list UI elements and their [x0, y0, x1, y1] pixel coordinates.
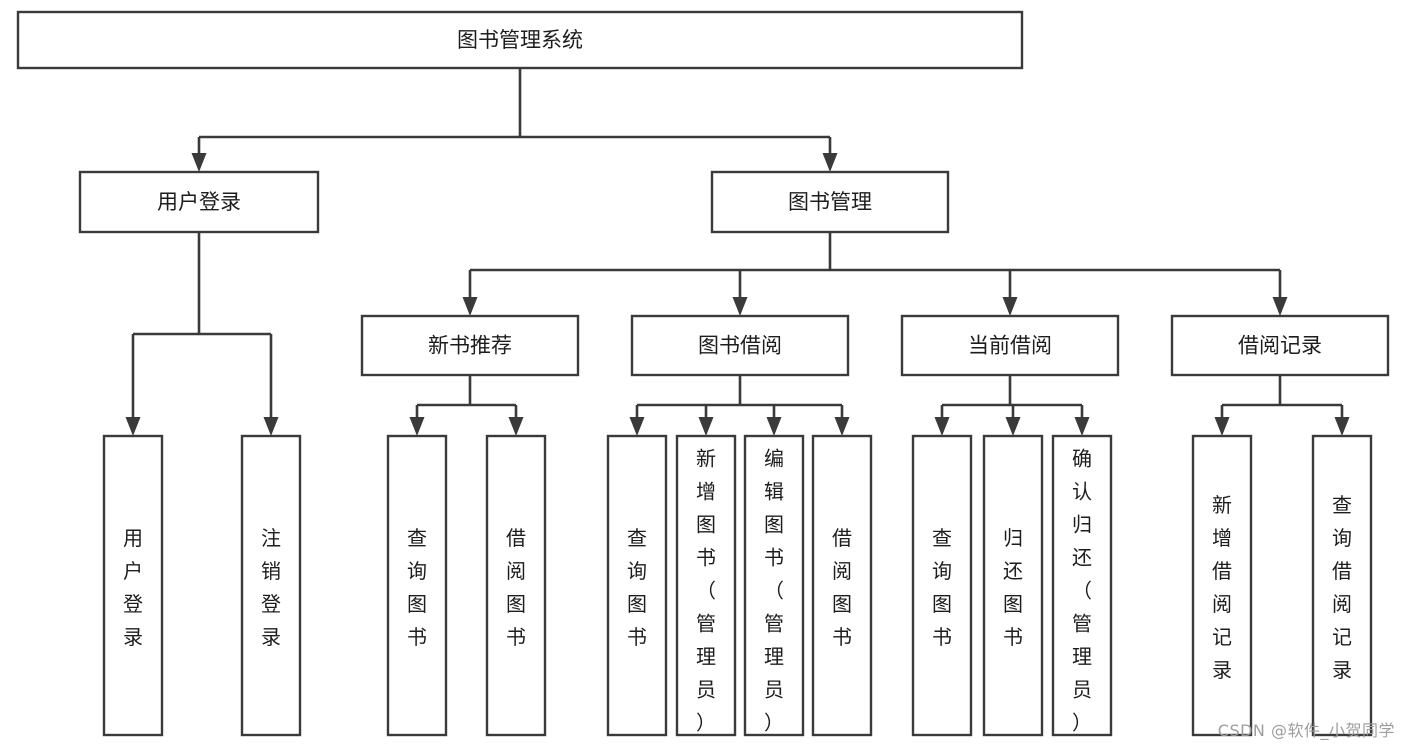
- leaf-borrow-book-rec-label: 借阅图书: [506, 526, 526, 649]
- leaf-query-book-rec-label: 查询图书: [407, 526, 427, 649]
- leaf-add-record-label: 新增借阅记录: [1212, 493, 1232, 682]
- leaf-return-book-label: 归还图书: [1003, 526, 1023, 649]
- arrow-head-icon: [191, 153, 207, 172]
- node-borrow-record[interactable]: 借阅记录: [1170, 314, 1390, 377]
- arrow-head-icon: [732, 297, 748, 316]
- node-book-manage[interactable]: 图书管理: [710, 170, 950, 234]
- arrow-head-icon: [1002, 297, 1018, 316]
- leaf-add-book-box: [675, 434, 737, 737]
- leaf-confirm-return[interactable]: 确认归还（管理员）: [1051, 434, 1113, 737]
- leaf-add-book[interactable]: 新增图书（管理员）: [675, 434, 737, 737]
- leaf-query-book-bor-box: [606, 434, 668, 737]
- arrow-head-icon: [1005, 417, 1021, 436]
- leaf-borrow-book[interactable]: 借阅图书: [811, 434, 873, 737]
- leaf-borrow-book-box: [811, 434, 873, 737]
- node-user-login-label: 用户登录: [157, 190, 241, 214]
- node-borrow-record-label: 借阅记录: [1238, 334, 1322, 358]
- node-user-login-box: [78, 170, 320, 234]
- arrow-head-icon: [1334, 417, 1350, 436]
- node-current-borrow-label: 当前借阅: [968, 334, 1052, 358]
- leaf-return-book[interactable]: 归还图书: [982, 434, 1044, 737]
- arrow-head-icon: [263, 417, 279, 436]
- leaf-edit-book-box: [743, 434, 805, 737]
- node-book-borrow-box: [630, 314, 850, 377]
- node-book-borrow-label: 图书借阅: [698, 334, 782, 358]
- arrow-head-icon: [1074, 417, 1090, 436]
- node-borrow-record-box: [1170, 314, 1390, 377]
- connector-layer: [125, 68, 1350, 436]
- leaf-user-login-label: 用户登录: [123, 526, 143, 649]
- arrow-head-icon: [1214, 417, 1230, 436]
- leaf-query-record-box: [1311, 434, 1373, 737]
- leaf-edit-book-label: 编辑图书（管理员）: [764, 447, 784, 735]
- node-root-label: 图书管理系统: [457, 28, 583, 52]
- arrow-head-icon: [629, 417, 645, 436]
- node-new-book-recommend-box: [360, 314, 580, 377]
- node-new-book-recommend-label: 新书推荐: [428, 334, 512, 358]
- node-layer: 图书管理系统用户登录图书管理新书推荐图书借阅当前借阅借阅记录用户登录注销登录查询…: [16, 10, 1390, 737]
- leaf-borrow-book-label: 借阅图书: [832, 526, 852, 649]
- node-current-borrow[interactable]: 当前借阅: [900, 314, 1120, 377]
- leaf-logout-login-box: [240, 434, 302, 737]
- arrow-head-icon: [822, 153, 838, 172]
- node-current-borrow-box: [900, 314, 1120, 377]
- leaf-borrow-book-rec[interactable]: 借阅图书: [485, 434, 547, 737]
- node-book-borrow[interactable]: 图书借阅: [630, 314, 850, 377]
- arrow-head-icon: [462, 297, 478, 316]
- leaf-logout-login-label: 注销登录: [261, 526, 281, 649]
- leaf-confirm-return-box: [1051, 434, 1113, 737]
- node-new-book-recommend[interactable]: 新书推荐: [360, 314, 580, 377]
- leaf-query-book-cur-label: 查询图书: [932, 526, 952, 649]
- arrow-head-icon: [1272, 297, 1288, 316]
- leaf-query-book-cur[interactable]: 查询图书: [911, 434, 973, 737]
- arrow-head-icon: [766, 417, 782, 436]
- node-root[interactable]: 图书管理系统: [16, 10, 1024, 70]
- node-book-manage-box: [710, 170, 950, 234]
- leaf-confirm-return-label: 确认归还（管理员）: [1072, 447, 1092, 735]
- arrow-head-icon: [125, 417, 141, 436]
- arrow-head-icon: [834, 417, 850, 436]
- node-book-manage-label: 图书管理: [788, 190, 872, 214]
- leaf-add-book-label: 新增图书（管理员）: [696, 447, 716, 735]
- leaf-edit-book[interactable]: 编辑图书（管理员）: [743, 434, 805, 737]
- leaf-query-record[interactable]: 查询借阅记录: [1311, 434, 1373, 737]
- leaf-borrow-book-rec-box: [485, 434, 547, 737]
- node-root-box: [16, 10, 1024, 70]
- leaf-query-book-rec[interactable]: 查询图书: [386, 434, 448, 737]
- leaf-query-record-label: 查询借阅记录: [1332, 493, 1352, 682]
- leaf-add-record[interactable]: 新增借阅记录: [1191, 434, 1253, 737]
- arrow-head-icon: [508, 417, 524, 436]
- leaf-query-book-rec-box: [386, 434, 448, 737]
- leaf-query-book-bor-label: 查询图书: [627, 526, 647, 649]
- leaf-user-login[interactable]: 用户登录: [102, 434, 164, 737]
- leaf-query-book-bor[interactable]: 查询图书: [606, 434, 668, 737]
- arrow-head-icon: [934, 417, 950, 436]
- arrow-head-icon: [698, 417, 714, 436]
- leaf-return-book-box: [982, 434, 1044, 737]
- leaf-logout-login[interactable]: 注销登录: [240, 434, 302, 737]
- leaf-add-record-box: [1191, 434, 1253, 737]
- arrow-head-icon: [409, 417, 425, 436]
- leaf-user-login-box: [102, 434, 164, 737]
- leaf-query-book-cur-box: [911, 434, 973, 737]
- node-user-login[interactable]: 用户登录: [78, 170, 320, 234]
